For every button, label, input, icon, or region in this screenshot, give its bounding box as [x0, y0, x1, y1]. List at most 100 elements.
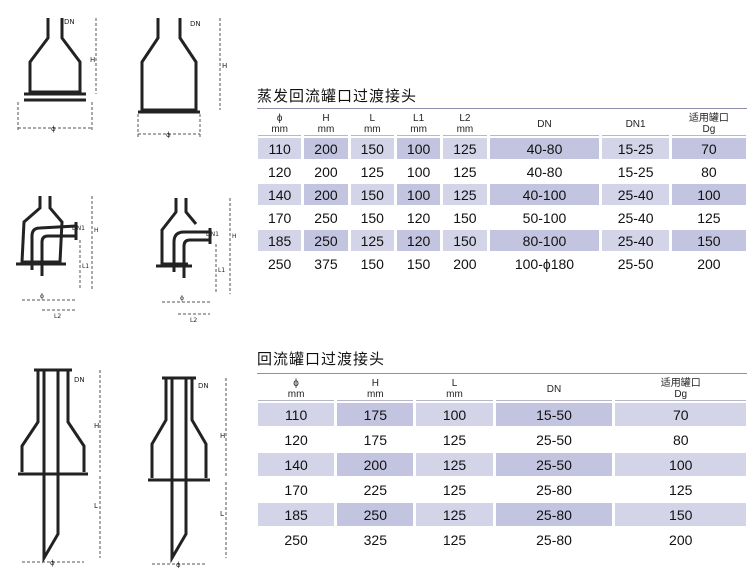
l1-label: L1	[82, 263, 89, 270]
section1-title: 蒸发回流罐口过渡接头	[257, 87, 418, 105]
table-cell: 375	[304, 253, 348, 274]
column-header-line: mm	[410, 124, 427, 135]
table-cell: 150	[350, 253, 394, 274]
h-label: H	[222, 62, 227, 70]
column-header-line: DN	[546, 383, 562, 395]
table-cell: 150	[350, 184, 394, 205]
table-cell: 175	[337, 403, 414, 426]
table-cell: 40-100	[489, 184, 600, 205]
column-header: DN	[495, 378, 613, 401]
table-cell: 100	[615, 453, 746, 476]
table-cell: 150	[671, 230, 746, 251]
table-cell: 250	[304, 230, 348, 251]
l-label: L	[94, 502, 98, 510]
table-cell: 100-ϕ180	[489, 253, 600, 274]
column-header: DN1	[602, 113, 669, 136]
dn-label: DN	[198, 382, 209, 390]
table-cell: 125	[416, 428, 493, 451]
table-cell: 150	[350, 138, 394, 159]
column-header-line: ϕ	[276, 113, 283, 124]
table-cell: 80	[671, 161, 746, 182]
table-cell: 100	[416, 403, 493, 426]
column-header-line: 适用罐口	[660, 378, 701, 389]
l1-label: L1	[218, 267, 225, 274]
column-header-line: ϕ	[293, 378, 299, 389]
table-cell: 40-80	[489, 138, 600, 159]
table-cell: 25-80	[495, 503, 613, 526]
table-cell: 120	[258, 161, 302, 182]
table-cell: 200	[304, 184, 348, 205]
table-cell: 25-80	[495, 478, 613, 501]
table-cell: 120	[396, 207, 441, 228]
table-cell: 15-25	[602, 138, 669, 159]
table-cell: 170	[258, 207, 302, 228]
column-header-line: mm	[366, 389, 384, 400]
column-header-line: Dg	[674, 389, 688, 400]
phi-label: ϕ	[166, 131, 171, 138]
column-header-line: H	[322, 113, 330, 124]
table-cell: 325	[337, 528, 414, 551]
column-header-line: mm	[287, 389, 305, 400]
table-cell: 25-40	[602, 230, 669, 251]
dn-label: DN	[64, 18, 75, 26]
table-cell: 50-100	[489, 207, 600, 228]
table-cell: 125	[416, 528, 493, 551]
dn-label: DN	[74, 376, 85, 384]
table-cell: 25-50	[495, 428, 613, 451]
table-cell: 125	[416, 503, 493, 526]
column-header-line: 适用罐口	[688, 113, 729, 124]
phi-label: ϕ	[180, 295, 184, 302]
table-cell: 140	[258, 184, 302, 205]
table-cell: 250	[258, 528, 335, 551]
table-cell: 25-40	[602, 207, 669, 228]
table-cell: 100	[396, 161, 441, 182]
table-cell: 70	[615, 403, 746, 426]
table-cell: 185	[258, 503, 335, 526]
column-header-line: L2	[459, 113, 471, 124]
table-cell: 125	[443, 184, 487, 205]
column-header-line: mm	[271, 124, 288, 135]
table-cell: 200	[671, 253, 746, 274]
column-header-line: L	[369, 113, 376, 124]
column-header: DN	[489, 113, 600, 136]
table-cell: 110	[258, 138, 302, 159]
table-cell: 40-80	[489, 161, 600, 182]
return-adapter-drawing-right: DN H L ϕ	[148, 376, 227, 568]
h-label: H	[232, 233, 237, 240]
table-cell: 140	[258, 453, 335, 476]
table-cell: 185	[258, 230, 302, 251]
table-cell: 15-25	[602, 161, 669, 182]
table-cell: 200	[337, 453, 414, 476]
column-header-line: mm	[363, 124, 381, 135]
column-header-line: mm	[317, 124, 335, 135]
table-cell: 25-40	[602, 184, 669, 205]
table-cell: 125	[350, 230, 394, 251]
h-label: H	[90, 56, 95, 64]
table-cell: 250	[337, 503, 414, 526]
reducer-drawing-right: DN H ϕ	[137, 18, 227, 138]
column-header-line: mm	[456, 124, 474, 135]
column-header-line: DN	[537, 118, 552, 130]
column-header-line: DN1	[625, 118, 646, 130]
elbow-adapter-drawing-right: DN1 H L1 ϕ L2	[156, 198, 237, 324]
table-cell: 200	[443, 253, 487, 274]
return-adapter-drawing-left: DN H L ϕ	[18, 368, 101, 567]
table-cell: 125	[443, 138, 487, 159]
table-cell: 150	[396, 253, 441, 274]
